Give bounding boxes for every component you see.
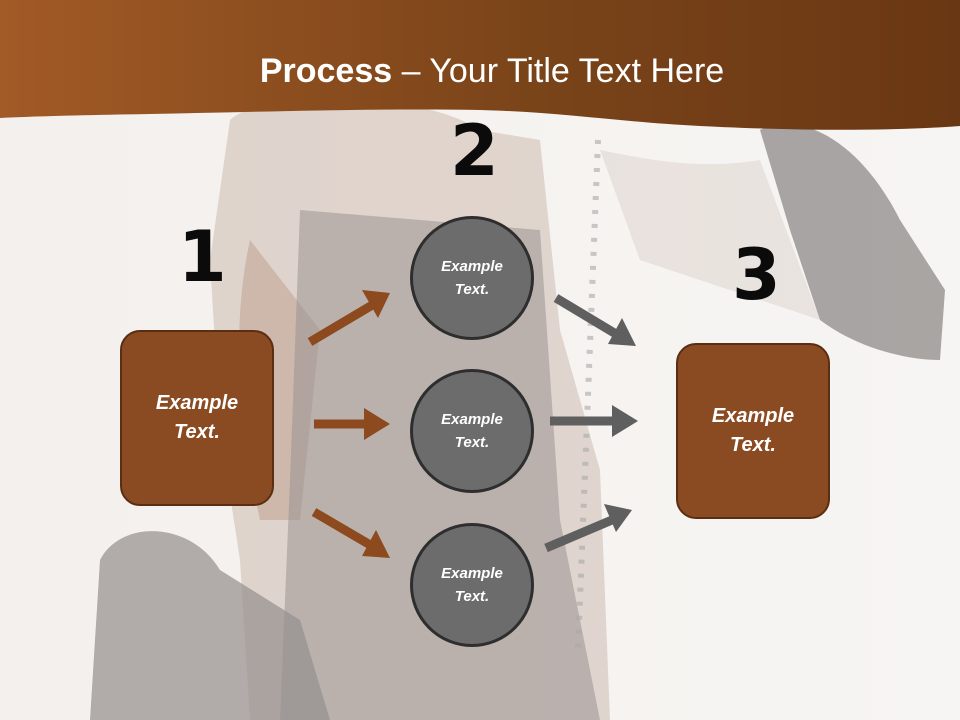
step-number-2: 2 [450, 110, 499, 192]
step-number-1: 1 [178, 216, 227, 298]
step-number-3: 3 [732, 234, 781, 316]
arrow-from-circle-2 [550, 405, 638, 437]
title-rest: – Your Title Text Here [392, 52, 725, 90]
slide-title: Process – Your Title Text Here [0, 52, 960, 91]
arrow-to-circle-1 [307, 290, 390, 346]
title-bold: Process [259, 52, 393, 90]
arrow-to-circle-2 [314, 408, 390, 440]
arrow-from-circle-3 [544, 504, 632, 553]
arrow-from-circle-1 [553, 294, 636, 346]
arrow-to-circle-3 [311, 508, 390, 558]
